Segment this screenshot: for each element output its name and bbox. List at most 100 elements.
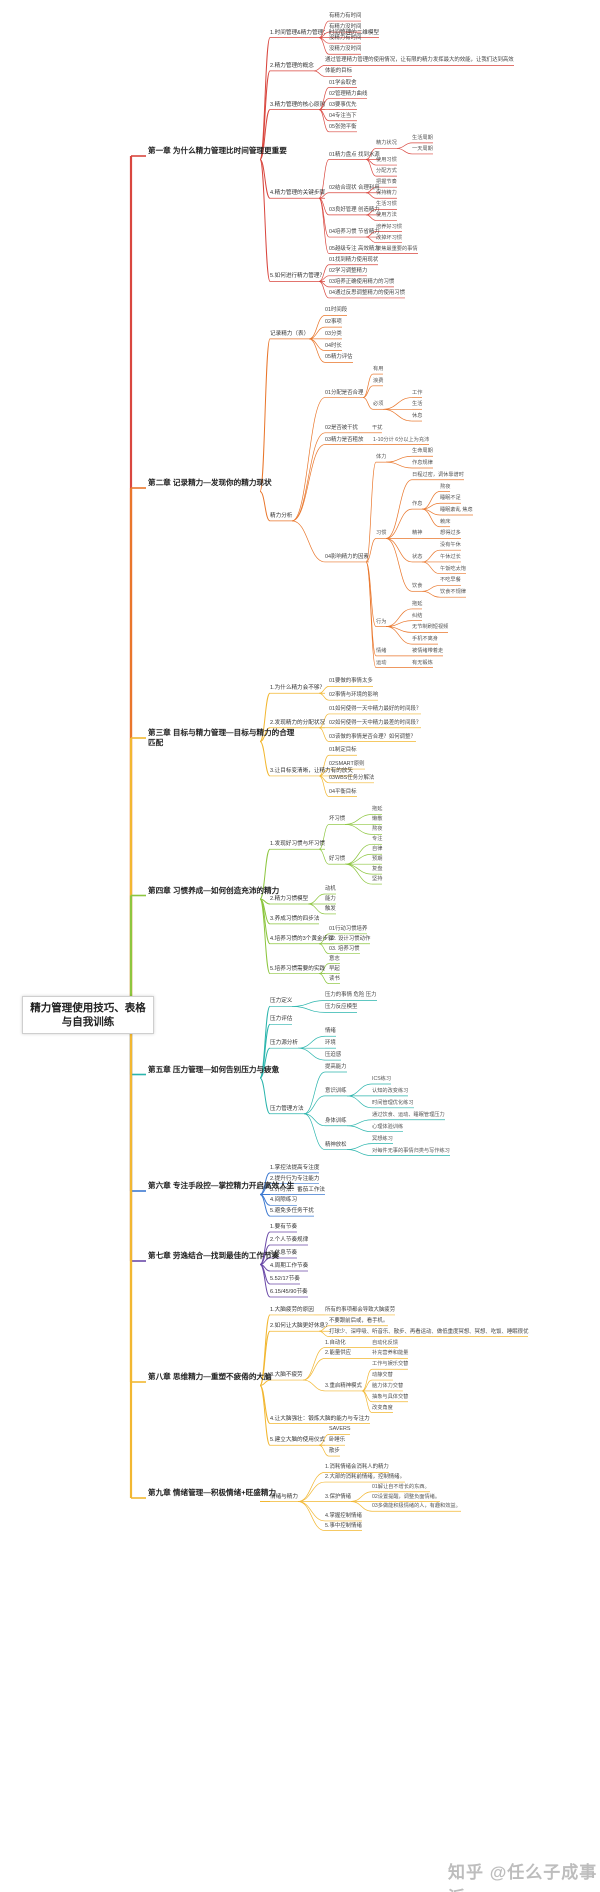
chapter-5-node-4-node-4-node-1[interactable]: 冥想练习 — [372, 1135, 393, 1142]
chapter-6-node-2[interactable]: 2.提升行为专注能力 — [270, 1175, 320, 1182]
chapter-4-node-2-node-1[interactable]: 动机 — [325, 886, 336, 893]
chapter-7-node-5[interactable]: 5.52/17节奏 — [270, 1276, 300, 1282]
chapter-1-node-4-node-4-node-2[interactable]: 改掉坏习惯 — [376, 234, 402, 241]
chapter-1-node-1-node-2[interactable]: 有精力没时间 — [329, 24, 362, 31]
chapter-8-node-3-node-3-node-3[interactable]: 脑力体力交替 — [372, 1382, 404, 1389]
chapter-2[interactable]: 第二章 记录精力—发现你的精力现状 — [148, 478, 272, 487]
chapter-8[interactable]: 第八章 思维精力—重塑不疲倦的大脑 — [148, 1372, 272, 1381]
chapter-2-node-1-node-4[interactable]: 04时长 — [325, 342, 342, 349]
chapter-2-node-2-node-4[interactable]: 04影响精力的因素 — [325, 553, 369, 560]
chapter-5-node-4-node-3[interactable]: 身体训练 — [325, 1117, 347, 1124]
chapter-2-node-2-node-4-node-2[interactable]: 习惯 — [376, 530, 387, 537]
chapter-9-node-1-node-1[interactable]: 1.消耗情绪会消耗人的精力 — [325, 1464, 389, 1471]
chapter-1-node-3-node-3[interactable]: 03要事优先 — [329, 101, 357, 108]
chapter-3-node-2-node-3[interactable]: 03该做的事情是否合理？如何调整？ — [329, 733, 416, 740]
chapter-2-node-2-node-1-node-3[interactable]: 必须 — [373, 401, 384, 408]
chapter-6-node-5[interactable]: 5.避免多任务干扰 — [270, 1208, 314, 1215]
chapter-8-node-3-node-3-node-2[interactable]: 动静交替 — [372, 1372, 393, 1379]
chapter-3-node-1-node-2[interactable]: 02事情与环境的影响 — [329, 692, 379, 699]
chapter-8-node-4[interactable]: 4.让大脑强壮：锻炼大脑的能力与专注力 — [270, 1415, 370, 1422]
chapter-2-node-2-node-4-node-5-node-1[interactable]: 有无锻炼 — [412, 659, 433, 666]
chapter-4-node-1-node-2-node-4[interactable]: 复盘 — [372, 866, 383, 873]
chapter-1-node-3-node-2[interactable]: 02管理精力曲线 — [329, 90, 368, 97]
chapter-5-node-1-node-2[interactable]: 压力反应模型 — [325, 1004, 358, 1011]
chapter-1-node-4-node-4-node-1[interactable]: 培养好习惯 — [376, 223, 402, 230]
chapter-7-node-4[interactable]: 4.周期工作节奏 — [270, 1263, 309, 1269]
chapter-2-node-2-node-4-node-2-node-4-node-1[interactable]: 没有午休 — [440, 542, 461, 549]
chapter-4-node-1-node-1[interactable]: 坏习惯 — [329, 816, 346, 823]
chapter-2-node-2-node-4-node-5[interactable]: 运动 — [376, 659, 387, 666]
chapter-4-node-1-node-1-node-2[interactable]: 懒散 — [372, 816, 383, 823]
chapter-5-node-4-node-1[interactable]: 提高能力 — [325, 1064, 347, 1071]
chapter-1-node-5[interactable]: 5.如何进行精力管理？ — [270, 273, 326, 280]
chapter-4-node-4[interactable]: 4.培养习惯的3个黄金步骤 — [270, 935, 334, 942]
chapter-2-node-2-node-4-node-2-node-4-node-2[interactable]: 午休过长 — [440, 553, 461, 560]
chapter-2-node-2-node-1-node-3-node-2[interactable]: 生活 — [412, 401, 423, 408]
chapter-1-node-2[interactable]: 2.精力管理的概念 — [270, 62, 314, 69]
chapter-2-node-2-node-1-node-3-node-1[interactable]: 工作 — [412, 389, 423, 396]
chapter-5-node-3-node-1[interactable]: 情绪 — [325, 1028, 336, 1035]
chapter-1-node-4[interactable]: 4.精力管理的关键步骤 — [270, 190, 326, 197]
chapter-2-node-2-node-4-node-2-node-2-node-1[interactable]: 熬夜 — [440, 483, 451, 490]
chapter-2-node-2-node-4-node-1-node-1[interactable]: 生命周期 — [412, 448, 433, 455]
chapter-4-node-3[interactable]: 3.养成习惯的四步法 — [270, 915, 320, 922]
chapter-3-node-3-node-2[interactable]: 02SMART原则 — [329, 761, 365, 768]
chapter-6[interactable]: 第六章 专注手段控—掌控精力开启高效人生 — [148, 1181, 295, 1190]
chapter-4-node-5-node-3[interactable]: 读书 — [329, 975, 340, 982]
chapter-2-node-2-node-4-node-1[interactable]: 体力 — [376, 454, 387, 461]
chapter-3[interactable]: 第三章 目标与精力管理—目标与精力的合理匹配 — [148, 728, 295, 747]
chapter-1-node-4-node-3-node-1[interactable]: 生活习惯 — [376, 201, 397, 208]
chapter-8-node-1-node-1[interactable]: 所有的事项都会导致大脑疲劳 — [325, 1306, 396, 1313]
root-topic[interactable]: 精力管理使用技巧、表格与自我训练 — [22, 996, 154, 1034]
chapter-1-node-4-node-1-node-3[interactable]: 分配方式 — [376, 168, 397, 175]
chapter-5-node-4-node-2[interactable]: 意识训练 — [325, 1087, 347, 1094]
chapter-2-node-1-node-1[interactable]: 01时间段 — [325, 307, 348, 314]
chapter-1-node-4-node-2-node-1[interactable]: 把握节奏 — [376, 179, 397, 186]
chapter-8-node-2-node-2[interactable]: 打球少、深呼吸、听音乐、散步、再看运动、做低重度冥想、冥想、吃饭、睡眠很优 — [329, 1328, 529, 1335]
chapter-2-node-2-node-4-node-2-node-2[interactable]: 作息 — [412, 501, 423, 508]
chapter-1-node-4-node-3-node-2[interactable]: 使用方法 — [376, 212, 397, 219]
chapter-2-node-2-node-3[interactable]: 03精力是否粗放 — [325, 436, 364, 443]
chapter-3-node-2[interactable]: 2.发现精力的分配状况 — [270, 719, 326, 726]
chapter-1-node-4-node-2[interactable]: 02结合现状 合理利用 — [329, 184, 380, 191]
chapter-4-node-4-node-1[interactable]: 01行动习惯培养 — [329, 925, 368, 932]
chapter-2-node-2-node-4-node-3[interactable]: 行为 — [376, 618, 387, 625]
chapter-7-node-6[interactable]: 6.15/45/90节奏 — [270, 1289, 308, 1295]
chapter-2-node-2-node-4-node-2-node-4[interactable]: 状态 — [412, 553, 423, 560]
chapter-1-node-5-node-2[interactable]: 02学习调整精力 — [329, 267, 368, 274]
chapter-1-node-4-node-5-node-1[interactable]: 聚焦最重要的事情 — [376, 245, 418, 252]
chapter-2-node-2-node-1-node-3-node-3[interactable]: 休息 — [412, 413, 423, 420]
chapter-7-node-2[interactable]: 2.个人节奏规律 — [270, 1237, 309, 1243]
chapter-1-node-1-node-3[interactable]: 没精力有时间 — [329, 35, 362, 42]
chapter-8-node-1[interactable]: 1.大脑疲劳的原因 — [270, 1306, 314, 1313]
chapter-1-node-1-node-4[interactable]: 没精力没时间 — [329, 46, 362, 53]
chapter-4-node-2-node-3[interactable]: 触发 — [325, 905, 336, 912]
chapter-5-node-1-node-1[interactable]: 压力的事情 危险 压力 — [325, 992, 377, 999]
chapter-2-node-2-node-1[interactable]: 01分配是否合理 — [325, 389, 364, 396]
chapter-1-node-5-node-3[interactable]: 03培养正确使用精力的习惯 — [329, 278, 395, 285]
chapter-4-node-4-node-3[interactable]: 03. 培养习惯 — [329, 945, 360, 952]
chapter-1-node-3[interactable]: 3.精力管理的核心原则 — [270, 101, 326, 108]
chapter-9-node-1[interactable]: 情绪与精力 — [270, 1493, 298, 1500]
chapter-4-node-2-node-2[interactable]: 能力 — [325, 895, 336, 902]
chapter-4-node-5[interactable]: 5.培养习惯需要的实践 — [270, 965, 326, 972]
chapter-5-node-2[interactable]: 压力评估 — [270, 1016, 293, 1023]
chapter-2-node-2-node-4-node-2-node-5-node-1[interactable]: 不吃早餐 — [440, 577, 461, 584]
chapter-3-node-3[interactable]: 3.让目标变清晰，让精力有的放矢 — [270, 767, 353, 774]
chapter-3-node-2-node-2[interactable]: 02如何使得一天中精力最差的时间段？ — [329, 719, 422, 726]
chapter-1-node-4-node-1[interactable]: 01精力盘点 找到水源 — [329, 151, 380, 158]
chapter-2-node-2-node-4-node-4[interactable]: 情绪 — [376, 647, 387, 654]
chapter-5-node-4-node-2-node-3[interactable]: 时间管理优化练习 — [372, 1099, 414, 1106]
chapter-2-node-1-node-3[interactable]: 03分类 — [325, 330, 342, 337]
chapter-2-node-2-node-4-node-2-node-2-node-2[interactable]: 睡眠不足 — [440, 495, 461, 502]
chapter-1-node-1-node-1[interactable]: 有精力有时间 — [329, 13, 362, 20]
chapter-8-node-5-node-2[interactable]: 卧睡乐 — [329, 1437, 346, 1444]
chapter-6-node-4[interactable]: 4.间隙练习 — [270, 1197, 298, 1204]
chapter-2-node-2-node-4-node-2-node-2-node-4[interactable]: 赖床 — [440, 518, 451, 525]
chapter-1-node-3-node-5[interactable]: 05张弛平衡 — [329, 123, 357, 130]
chapter-1-node-4-node-1-node-1[interactable]: 精力状况 — [376, 140, 397, 147]
chapter-2-node-1[interactable]: 记录精力（表） — [270, 330, 310, 337]
chapter-9-node-1-node-3-node-3[interactable]: 03多做能积极情绪的人，有趣和效益。 — [372, 1503, 461, 1510]
chapter-2-node-2[interactable]: 精力分析 — [270, 512, 293, 519]
chapter-5-node-4-node-2-node-1[interactable]: ICS练习 — [372, 1075, 392, 1082]
